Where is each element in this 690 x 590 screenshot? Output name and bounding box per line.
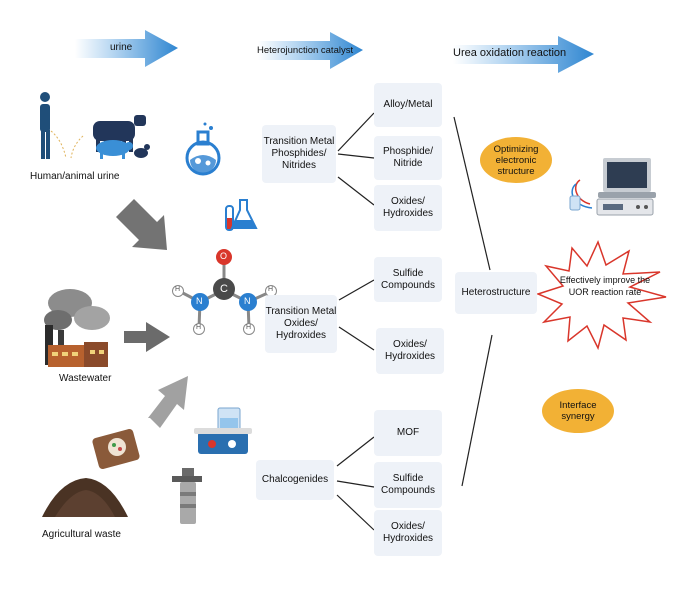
oval-interface-synergy: Interface synergy [542,389,614,433]
atom-h1-label: H [175,286,181,293]
oval-optimizing-electronic: Optimizing electronic structure [480,137,552,183]
reactor-icon [172,468,202,524]
header-catalyst-label: Heterojunction catalyst [257,45,354,56]
test-tube-flask-icon [225,199,258,231]
starburst-text: Effectively improve the UOR reaction rat… [559,275,651,297]
box-heterostructure: Heterostructure [455,272,537,314]
box-sulfide-compounds-2: Sulfide Compounds [374,462,442,508]
gray-arrow-agri [148,376,188,428]
factory-icon [44,289,110,367]
atom-h4-label: H [246,324,252,331]
caption-agricultural: Agricultural waste [42,529,121,540]
atom-h2-label: H [196,324,202,331]
gray-arrow-urine [116,199,167,250]
box-alloy-metal: Alloy/Metal [374,83,442,127]
header-uor-label: Urea oxidation reaction [453,47,567,59]
soil-pile-icon [42,478,128,517]
header-arrow-urine [75,30,178,67]
box-sulfide-compounds-1: Sulfide Compounds [374,257,442,302]
atom-o-label: O [220,251,228,261]
fertilizer-bag-icon [92,429,140,469]
starburst-shape [535,239,667,351]
atom-c-label: C [220,283,228,295]
box-tm-phosphides-nitrides: Transition Metal Phosphides/ Nitrides [262,125,336,183]
box-tm-oxides-hydroxides: Transition Metal Oxides/ Hydroxides [265,295,337,353]
box-oxides-hydroxides-1: Oxides/ Hydroxides [374,185,442,231]
human-figure [40,92,50,159]
connector-lines [336,112,493,531]
pig-figure [96,140,133,159]
box-chalcogenides: Chalcogenides [256,460,334,500]
box-mof: MOF [374,410,442,456]
caption-wastewater: Wastewater [59,373,112,384]
header-arrow-catalyst [258,32,363,69]
atom-n1-label: N [196,296,203,306]
box-oxides-hydroxides-3: Oxides/ Hydroxides [374,510,442,556]
gray-arrow-wastewater [124,322,170,352]
caption-human-animal: Human/animal urine [30,171,120,182]
hen-figure [134,144,150,158]
header-arrow-uor [453,36,594,73]
box-oxides-hydroxides-2: Oxides/ Hydroxides [376,328,444,374]
atom-h3-label: H [268,286,274,293]
header-urine-label: urine [110,42,133,53]
atom-n2-label: N [244,296,251,306]
hotplate-stirrer-icon [194,407,252,454]
box-phosphide-nitride: Phosphide/ Nitride [374,136,442,180]
electrochem-workstation-icon [569,158,656,216]
round-flask-icon [185,122,221,176]
